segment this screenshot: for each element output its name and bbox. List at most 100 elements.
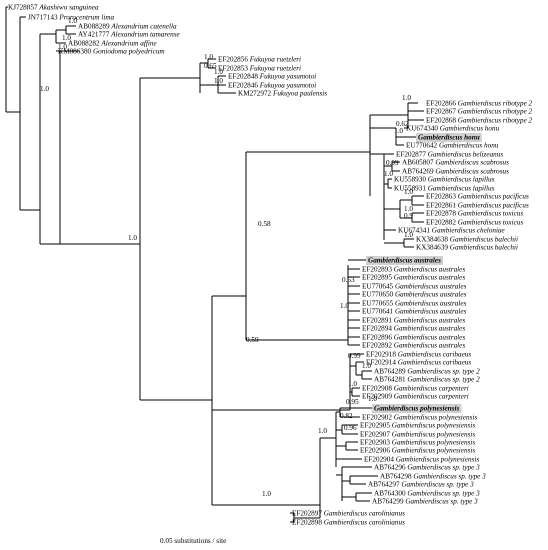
accession-number: EF202904 [364,456,396,464]
species-name: Gambierdiscus australes [394,334,466,342]
taxon-label: EF202895 Gambierdiscus australes [362,274,465,282]
accession-number: EF202877 [396,151,428,159]
species-name: Goniodoma polyedricum [93,48,165,56]
scale-bar-label: 0.05 substitutions / site [160,537,226,545]
accession-number: EF202907 [360,431,392,439]
accession-number: EF202856 [218,56,250,64]
taxon-label-highlighted: Gambierdiscus honu [418,134,480,142]
support-value: 1.0 [58,43,67,51]
taxon-label: KU674341 Gambierdiscus cheloniae [398,227,506,235]
accession-number: AB764300 [374,490,407,498]
taxon-label: EF202861 Gambierdiscus pacificus [426,202,529,210]
accession-number: AB764299 [372,498,405,506]
taxon-label: AB088282 Alexandrium affine [68,40,157,48]
accession-number: EF202878 [426,210,458,218]
species-name: Gambierdiscus polynesiensis [392,439,476,447]
species-name: Gambierdiscus australes [395,283,467,291]
taxon-label: EF202893 Gambierdiscus australes [362,266,465,274]
taxon-label: KM886380 Goniodoma polyedricum [58,48,165,56]
taxon-label: AB764300 Gambierdiscus sp. type 3 [374,490,480,498]
species-name: Gambierdiscus carolinianus [324,510,405,518]
species-name: Gambierdiscus pacificus [458,202,529,210]
support-value: 1.0 [394,127,403,135]
taxon-label: EF202918 Gambierdiscus caribaeus [366,351,471,359]
scale-bar: 0.05 substitutions / site [160,537,226,545]
accession-number: EF202868 [426,117,458,125]
taxon-label: AB764269 Gambierdiscus scabrosus [402,168,509,176]
accession-number: AB764281 [374,376,407,384]
accession-number: EF202866 [426,100,458,108]
support-value: 1.0 [68,17,77,25]
species-name: Gambierdiscus caribaeus [398,359,472,367]
species-name: Gambierdiscus australes [394,342,466,350]
species-name: Alexandrium affine [100,40,157,48]
support-value: 0.96 [344,424,357,432]
species-name: Gambierdiscus ribotype 2 [458,117,533,125]
species-name: Gambierdiscus toxicus [458,219,524,227]
species-name: Gambierdiscus carpenteri [394,393,469,401]
species-name: Gambierdiscus australes [395,300,467,308]
species-name: Gambierdiscus australes [394,325,466,333]
species-name: Gambierdiscus sp. type 3 [407,490,480,498]
taxon-label: EF202898 Gambierdiscus carolinianus [292,519,405,527]
species-name: Gambierdiscus sp. type 2 [407,368,480,376]
taxon-label: EU770655 Gambierdiscus australes [362,300,467,308]
taxon-label: EF202891 Gambierdiscus australes [362,317,465,325]
accession-number: EF202896 [362,334,394,342]
species-name: Gambierdiscus lapillus [428,185,495,193]
taxon-label: EF202853 Fukuyoa ruetzleri [218,65,301,73]
accession-number: AY421777 [78,31,111,39]
taxon-label: EF202892 Gambierdiscus australes [362,342,465,350]
species-name: Alexandrium tamarense [110,31,180,39]
species-name: Gambierdiscus scabrosus [435,159,509,167]
species-name: Gambierdiscus carolinianus [324,519,405,527]
support-value: 0.99 [348,352,361,360]
accession-number: AB764289 [374,368,407,376]
accession-number: EU770655 [362,300,395,308]
support-value: 1.0 [318,427,327,435]
taxon-label-highlighted: Gambierdiscus polynesiensis [374,405,459,413]
support-value: 1.0 [404,231,413,239]
taxon-label: EU770650 Gambierdiscus australes [362,291,467,299]
taxon-label: EF202882 Gambierdiscus toxicus [426,219,523,227]
taxon-label: EF202897 Gambierdiscus carolinianus [292,510,405,518]
taxon-label: EF202903 Gambierdiscus polynesiensis [360,439,475,447]
support-value: 0.82 [340,412,353,420]
taxon-label: EF202868 Gambierdiscus ribotype 2 [426,117,533,125]
species-name: Gambierdiscus polynesiensis [392,447,476,455]
taxon-label: AB764296 Gambierdiscus sp. type 3 [374,464,480,472]
species-name: Fukuyoa yasumotoi [259,82,317,90]
species-name: Gambierdiscus honu [440,125,500,133]
accession-number: EF202894 [362,325,394,333]
accession-number: KM886380 [58,48,93,56]
taxon-label: EF202877 Gambierdiscus belizeanus [396,151,503,159]
taxon-label: AY421777 Alexandrium tamarense [78,31,181,39]
species-name: Fukuyoa ruetzleri [249,65,301,73]
support-value: 1.0 [404,205,413,213]
support-value: 1.0 [62,34,71,42]
accession-number: EF202903 [360,439,392,447]
accession-number: EF202863 [426,193,458,201]
accession-number: KU558931 [394,185,428,193]
species-name: Gambierdiscus australes [395,308,467,316]
species-name: Gambierdiscus honu [439,142,499,150]
species-name: Gambierdiscus australes [394,266,466,274]
taxon-label: EU770641 Gambierdiscus australes [362,308,467,316]
support-value: 1.0 [384,170,393,178]
accession-number: KX384639 [416,244,450,252]
taxon-label: AB605807 Gambierdiscus scabrosus [402,159,509,167]
accession-number: EF202846 [228,82,260,90]
taxon-label: AB764297 Gambierdiscus sp. type 3 [368,481,474,489]
taxon-label: AB764281 Gambierdiscus sp. type 2 [374,376,480,384]
taxon-label: EF202914 Gambierdiscus caribaeus [366,359,471,367]
species-name: Gambierdiscus australes [395,291,467,299]
species-name: Gambierdiscus sp. type 3 [401,481,474,489]
taxon-label: EF202856 Fukuyoa ruetzleri [218,56,301,64]
taxon-label: KU674340 Gambierdiscus honu [406,125,500,133]
tree-branches [5,6,424,523]
accession-number: EF202892 [362,342,394,350]
accession-number: KJ728857 [8,4,39,12]
accession-number: AB764297 [368,481,401,489]
species-name: Gambierdiscus australes [394,317,466,325]
